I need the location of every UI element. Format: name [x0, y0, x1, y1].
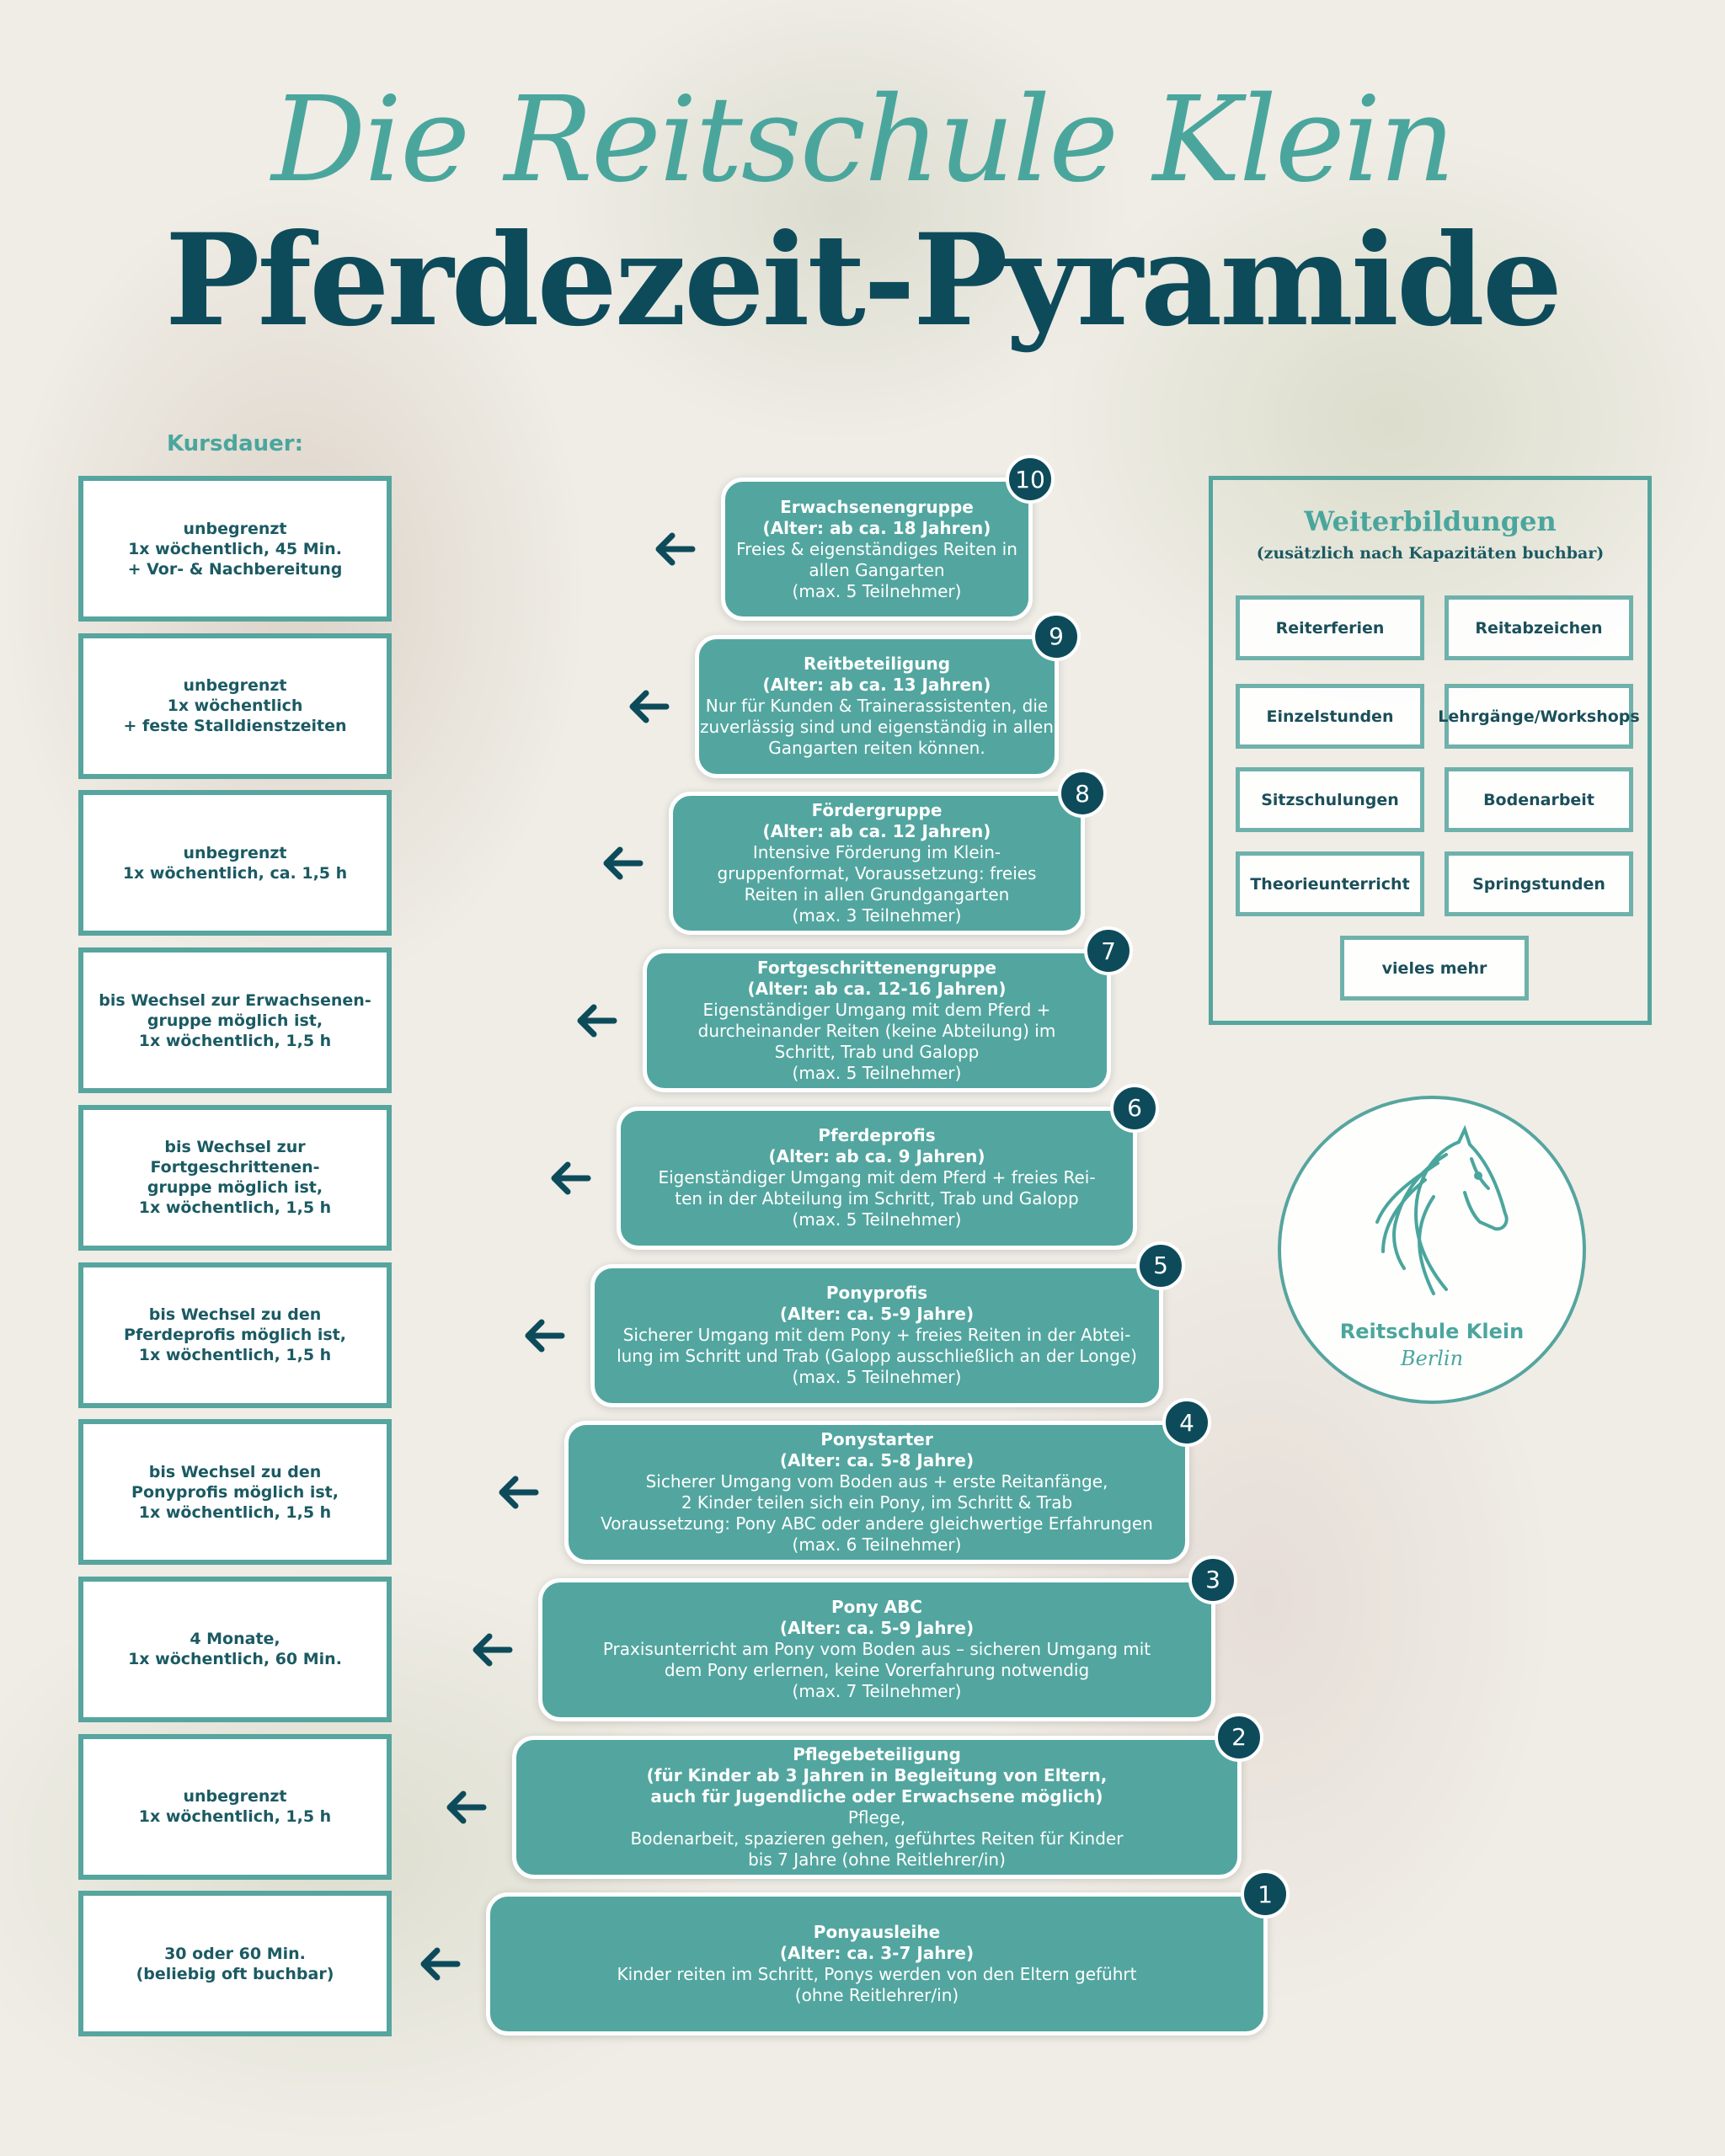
- arrow-left-icon: [603, 846, 644, 880]
- tier-number-badge: 3: [1188, 1555, 1237, 1604]
- weiterbildungen-panel: Weiterbildungen (zusätzlich nach Kapazit…: [1209, 476, 1652, 1025]
- tier-number-badge: 8: [1058, 769, 1107, 819]
- tier-age: (Alter: ca. 3-7 Jahre): [779, 1943, 975, 1964]
- school-name-script: Die Reitschule Klein: [271, 72, 1455, 209]
- kursdauer-box: bis Wechsel zur Fortgeschrittenen- grupp…: [78, 1104, 392, 1251]
- tier-age: (Alter: ab ca. 18 Jahren): [762, 517, 991, 538]
- tier-title: Pony ABC: [830, 1597, 923, 1618]
- tier-number-badge: 9: [1032, 611, 1081, 661]
- horse-head-icon: [1375, 1124, 1509, 1295]
- tier-age: (Alter: ab ca. 9 Jahren): [768, 1146, 985, 1167]
- weiterbildungen-subtitle: (zusätzlich nach Kapazitäten buchbar): [1256, 544, 1605, 563]
- tier-title: Pferdeprofis: [818, 1125, 936, 1146]
- tier-age: (Alter: ab ca. 12-16 Jahren): [747, 979, 1007, 1000]
- tier-title: Pflegebeteiligung: [793, 1743, 961, 1764]
- kursdauer-box: bis Wechsel zu den Ponyprofis möglich is…: [78, 1419, 392, 1566]
- weiterbildung-item: Lehrgänge/Workshops: [1438, 684, 1640, 749]
- tier-max: (max. 5 Teilnehmer): [792, 580, 962, 601]
- arrow-left-icon: [446, 1790, 487, 1824]
- kursdauer-box: unbegrenzt 1x wöchentlich, ca. 1,5 h: [78, 790, 392, 937]
- tier-age: (Alter: ab ca. 13 Jahren): [762, 675, 991, 696]
- tier-desc: Sicherer Umgang vom Boden aus + erste Re…: [601, 1471, 1153, 1534]
- tier-title: Ponyprofis: [825, 1283, 928, 1303]
- tier-number-badge: 6: [1110, 1083, 1159, 1133]
- tier-number-badge: 10: [1006, 455, 1055, 504]
- weiterbildung-item: Einzelstunden: [1236, 684, 1424, 749]
- kursdauer-box: 4 Monate, 1x wöchentlich, 60 Min.: [78, 1576, 392, 1722]
- weiterbildung-item: vieles mehr: [1340, 936, 1529, 1001]
- tier-max: (max. 7 Teilnehmer): [792, 1681, 962, 1702]
- arrow-left-icon: [499, 1476, 539, 1509]
- tier-title: Ponystarter: [820, 1429, 933, 1450]
- logo-city: Berlin: [1400, 1347, 1464, 1370]
- pyramid-tier-6: Pferdeprofis(Alter: ab ca. 9 Jahren)Eige…: [617, 1106, 1137, 1250]
- tier-number-badge: 1: [1241, 1870, 1290, 1919]
- tier-desc: Kinder reiten im Schritt, Ponys werden v…: [617, 1964, 1137, 2006]
- pyramid-tier-10: Erwachsenengruppe(Alter: ab ca. 18 Jahre…: [721, 478, 1033, 621]
- weiterbildung-item: Springstunden: [1445, 851, 1633, 916]
- tier-max: (max. 5 Teilnehmer): [792, 1367, 962, 1387]
- pyramid-tier-3: Pony ABC(Alter: ca. 5-9 Jahre)Praxisunte…: [538, 1577, 1215, 1721]
- kursdauer-box: bis Wechsel zu den Pferdeprofis möglich …: [78, 1262, 392, 1408]
- arrow-left-icon: [629, 690, 670, 723]
- tier-title: Fortgeschrittenengruppe: [757, 958, 996, 979]
- pyramid-tier-1: Ponyausleihe(Alter: ca. 3-7 Jahre)Kinder…: [486, 1892, 1268, 2036]
- tier-age: (Alter: ca. 5-9 Jahre): [779, 1304, 975, 1324]
- tier-desc: Nur für Kunden & Trainerassistenten, die…: [700, 696, 1054, 759]
- weiterbildung-item: Bodenarbeit: [1445, 767, 1633, 832]
- tier-desc: Sicherer Umgang mit dem Pony + freies Re…: [617, 1325, 1137, 1366]
- weiterbildung-item: Sitzschulungen: [1236, 767, 1424, 832]
- kursdauer-label: Kursdauer:: [166, 431, 304, 456]
- kursdauer-box: unbegrenzt 1x wöchentlich, 1,5 h: [78, 1733, 392, 1880]
- tier-desc: Eigenständiger Umgang mit dem Pferd + fr…: [658, 1167, 1096, 1209]
- weiterbildung-item: Reiterferien: [1236, 595, 1424, 660]
- tier-title: Erwachsenengruppe: [780, 496, 974, 517]
- reitschule-logo: Reitschule Klein Berlin: [1278, 1096, 1586, 1404]
- tier-number-badge: 4: [1162, 1398, 1211, 1448]
- tier-number-badge: 7: [1084, 926, 1133, 976]
- arrow-left-icon: [420, 1947, 461, 1981]
- logo-name: Reitschule Klein: [1339, 1320, 1525, 1343]
- arrow-left-icon: [577, 1004, 617, 1038]
- tier-max: (max. 5 Teilnehmer): [792, 1063, 962, 1084]
- tier-number-badge: 5: [1136, 1241, 1185, 1290]
- page-title: Pferdezeit-Pyramide: [164, 206, 1562, 355]
- pyramid-tier-7: Fortgeschrittenengruppe(Alter: ab ca. 12…: [643, 949, 1111, 1093]
- tier-age: (Alter: ab ca. 12 Jahren): [762, 821, 991, 842]
- tier-desc: Pflege, Bodenarbeit, spazieren gehen, ge…: [630, 1806, 1124, 1870]
- tier-age: (für Kinder ab 3 Jahren in Begleitung vo…: [646, 1764, 1108, 1806]
- tier-desc: Intensive Förderung im Klein- gruppenfor…: [717, 842, 1037, 905]
- pyramid-tier-8: Fördergruppe(Alter: ab ca. 12 Jahren)Int…: [669, 792, 1085, 936]
- tier-desc: Eigenständiger Umgang mit dem Pferd + du…: [697, 1000, 1056, 1063]
- kursdauer-box: bis Wechsel zur Erwachsenen- gruppe mögl…: [78, 947, 392, 1094]
- pyramid-tier-5: Ponyprofis(Alter: ca. 5-9 Jahre)Sicherer…: [590, 1263, 1163, 1407]
- tier-desc: Praxisunterricht am Pony vom Boden aus –…: [602, 1639, 1151, 1681]
- kursdauer-box: 30 oder 60 Min. (beliebig oft buchbar): [78, 1891, 392, 2037]
- weiterbildungen-title: Weiterbildungen: [1304, 505, 1557, 537]
- tier-max: (max. 6 Teilnehmer): [792, 1534, 962, 1556]
- tier-desc: Freies & eigenständiges Reiten in allen …: [736, 538, 1017, 580]
- tier-max: (max. 3 Teilnehmer): [792, 905, 962, 926]
- pyramid-tier-9: Reitbeteiligung(Alter: ab ca. 13 Jahren)…: [695, 634, 1059, 778]
- tier-number-badge: 2: [1215, 1712, 1263, 1762]
- kursdauer-box: unbegrenzt 1x wöchentlich, 45 Min. + Vor…: [78, 476, 392, 622]
- arrow-left-icon: [655, 532, 696, 566]
- tier-age: (Alter: ca. 5-9 Jahre): [779, 1618, 975, 1639]
- tier-max: (max. 5 Teilnehmer): [792, 1209, 962, 1230]
- arrow-left-icon: [525, 1319, 565, 1352]
- kursdauer-box: unbegrenzt 1x wöchentlich + feste Stalld…: [78, 632, 392, 779]
- tier-title: Ponyausleihe: [813, 1922, 941, 1943]
- arrow-left-icon: [551, 1161, 591, 1195]
- weiterbildung-item: Theorieunterricht: [1236, 851, 1424, 916]
- arrow-left-icon: [473, 1633, 513, 1667]
- weiterbildung-item: Reitabzeichen: [1445, 595, 1633, 660]
- tier-title: Reitbeteiligung: [803, 654, 951, 675]
- tier-age: (Alter: ca. 5-8 Jahre): [779, 1450, 975, 1471]
- pyramid-tier-2: Pflegebeteiligung(für Kinder ab 3 Jahren…: [512, 1735, 1242, 1879]
- tier-title: Fördergruppe: [811, 800, 943, 821]
- pyramid-tier-4: Ponystarter(Alter: ca. 5-8 Jahre)Sichere…: [564, 1421, 1189, 1565]
